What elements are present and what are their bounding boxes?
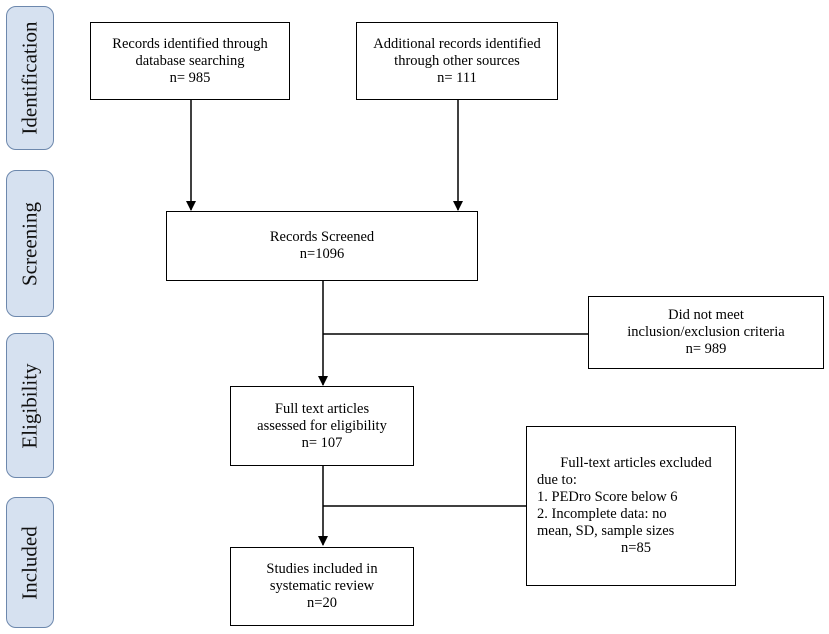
phase-label: Screening	[17, 201, 42, 286]
box-line: Additional records identified	[373, 35, 541, 52]
phase-eligibility: Eligibility	[6, 333, 54, 478]
box-studies-included: Studies included in systematic review n=…	[230, 547, 414, 626]
box-line: assessed for eligibility	[257, 417, 387, 434]
phase-label: Identification	[17, 21, 42, 135]
box-count: n=1096	[299, 246, 345, 262]
box-line: systematic review	[269, 578, 375, 594]
box-line: Records identified through	[112, 35, 268, 52]
box-records-screened: Records Screened n=1096	[166, 211, 478, 281]
exclusion-reason: 1. PEDro Score below 6	[537, 489, 678, 505]
box-excluded-fulltext: Full-text articles excluded due to: 1. P…	[526, 426, 736, 586]
box-count: n= 107	[301, 434, 343, 451]
phase-included: Included	[6, 497, 54, 628]
box-line: inclusion/exclusion criteria	[627, 324, 785, 340]
box-count: n= 985	[169, 69, 211, 86]
box-line: database searching	[135, 52, 245, 69]
phase-label: Eligibility	[17, 362, 42, 449]
box-count: n= 111	[437, 69, 477, 86]
box-count: n=20	[307, 595, 337, 611]
box-other-records: Additional records identified through ot…	[356, 22, 558, 100]
box-database-records: Records identified through database sear…	[90, 22, 290, 100]
phase-screening: Screening	[6, 170, 54, 317]
exclusion-reason: mean, SD, sample sizes	[537, 523, 675, 539]
box-count: n=85	[621, 540, 651, 556]
exclusion-reason: 2. Incomplete data: no	[537, 506, 667, 522]
phase-identification: Identification	[6, 6, 54, 150]
box-line: Studies included in	[266, 561, 378, 577]
box-line: Full text articles	[274, 400, 370, 417]
box-excluded-screening: Did not meet inclusion/exclusion criteri…	[588, 296, 824, 369]
box-line: Did not meet	[668, 307, 744, 323]
box-line: due to:	[537, 472, 577, 488]
phase-label: Included	[17, 525, 42, 600]
box-count: n= 989	[685, 341, 727, 357]
box-line: Full-text articles excluded	[560, 455, 712, 471]
box-fulltext-assessed: Full text articles assessed for eligibil…	[230, 386, 414, 466]
box-line: Records Screened	[269, 229, 375, 245]
box-line: through other sources	[394, 52, 520, 69]
